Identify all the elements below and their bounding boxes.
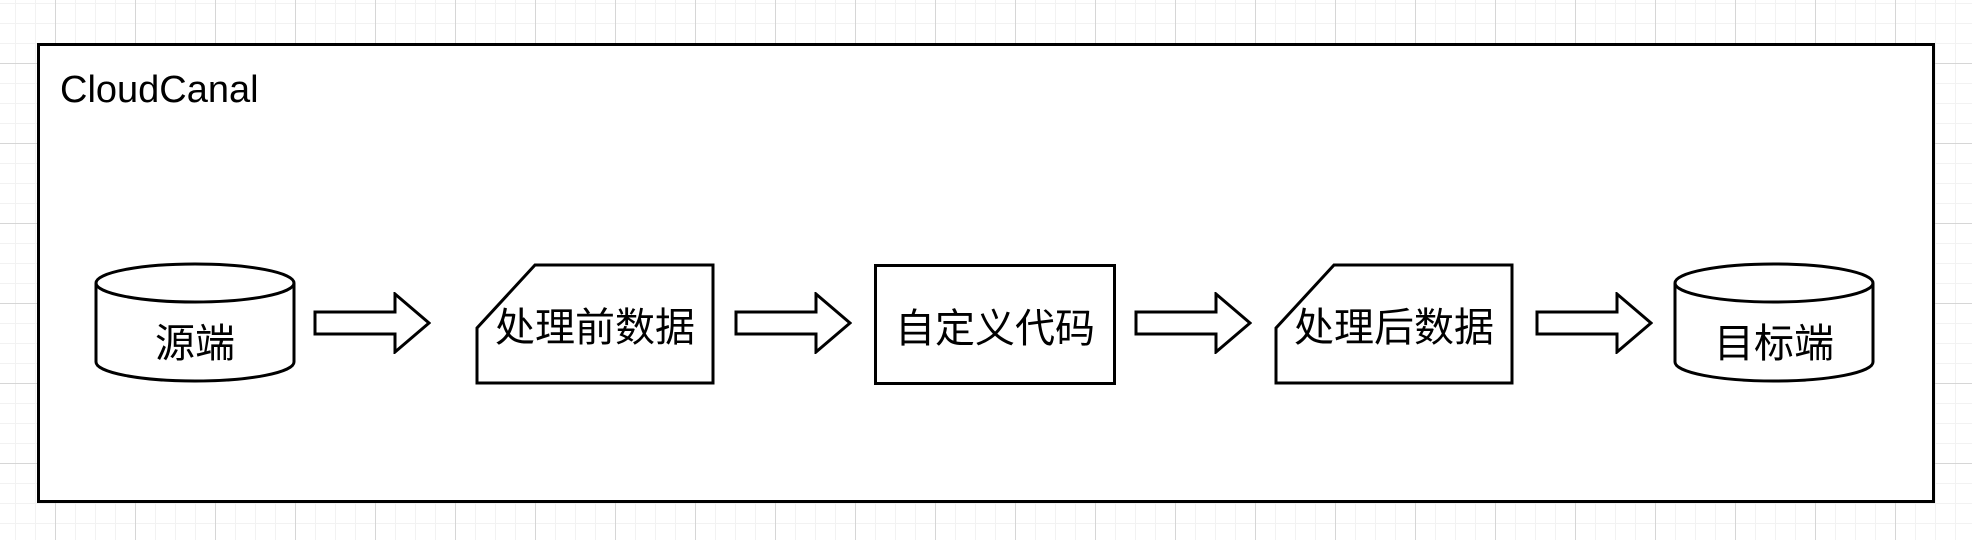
flow-arrow-icon (1535, 292, 1653, 354)
cylinder-shape-icon (94, 262, 296, 383)
node-label: 处理前数据 (495, 306, 695, 350)
node-source-cylinder: 源端 (94, 262, 296, 384)
node-post-process-data-card: 处理后数据 (1274, 263, 1514, 385)
card-shape-icon (475, 263, 715, 385)
flow-arrow-icon (734, 292, 852, 354)
flow-arrow-icon (313, 292, 431, 354)
node-label: 源端 (155, 321, 235, 366)
node-pre-process-data-card: 处理前数据 (475, 263, 715, 385)
arrow-right-icon (313, 292, 431, 354)
node-target-cylinder: 目标端 (1673, 262, 1875, 384)
node-label: 目标端 (1714, 321, 1834, 366)
node-label: 自定义代码 (895, 306, 1095, 351)
arrow-right-icon (1535, 292, 1653, 354)
arrow-right-icon (734, 292, 852, 354)
node-label: 处理后数据 (1294, 306, 1494, 350)
diagram-title: CloudCanal (60, 69, 259, 111)
flow-arrow-icon (1134, 292, 1252, 354)
arrow-right-icon (1134, 292, 1252, 354)
card-shape-icon (1274, 263, 1514, 385)
node-custom-code-rectangle: 自定义代码 (874, 264, 1116, 385)
cylinder-shape-icon (1673, 262, 1875, 383)
